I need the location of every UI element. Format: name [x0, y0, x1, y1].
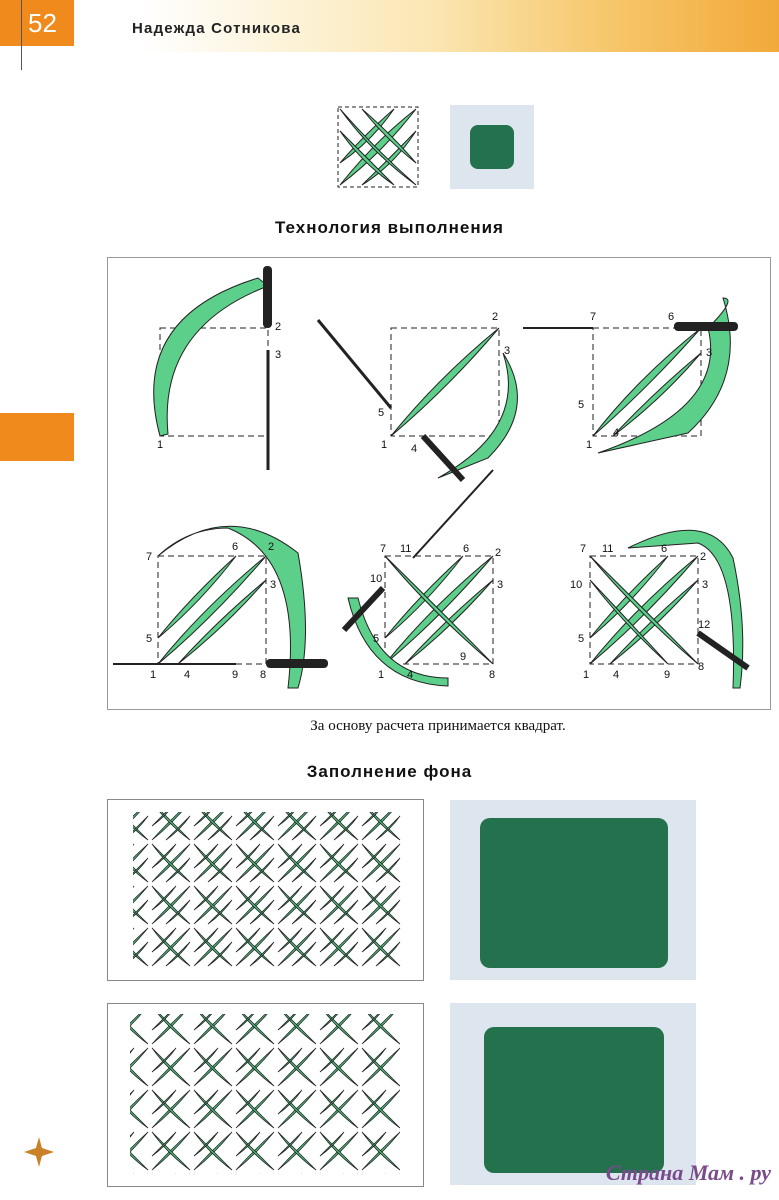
header-band	[0, 0, 779, 52]
svg-text:8: 8	[698, 661, 704, 673]
stitch-diagram-sample	[337, 106, 419, 188]
fill-photo-2	[450, 1003, 696, 1185]
svg-text:4: 4	[184, 669, 190, 681]
fill-pattern-diagram-2	[107, 1003, 424, 1187]
svg-text:2: 2	[495, 547, 501, 559]
section-title-background: Заполнение фона	[306, 762, 473, 781]
step-1: 1 2 3	[153, 266, 281, 470]
svg-text:3: 3	[275, 349, 281, 361]
svg-text:4: 4	[411, 443, 417, 455]
svg-text:4: 4	[613, 427, 619, 439]
svg-text:1: 1	[381, 439, 387, 451]
fill-pattern-1-art	[133, 812, 401, 968]
svg-text:5: 5	[378, 407, 384, 419]
svg-text:1: 1	[583, 669, 589, 681]
svg-text:7: 7	[146, 551, 152, 563]
svg-text:3: 3	[702, 579, 708, 591]
svg-text:6: 6	[463, 543, 469, 555]
svg-text:11: 11	[400, 543, 411, 555]
svg-text:5: 5	[373, 633, 379, 645]
svg-text:1: 1	[378, 669, 384, 681]
fill-pattern-2-art	[130, 1014, 400, 1174]
svg-text:2: 2	[700, 551, 706, 563]
svg-text:4: 4	[613, 669, 619, 681]
svg-text:6: 6	[668, 311, 674, 323]
stitch-photo-sample	[450, 105, 534, 189]
svg-text:5: 5	[578, 633, 584, 645]
technique-diagram: 1 2 3 1 2 3 4 5 1 3 4 5	[107, 257, 771, 710]
svg-text:7: 7	[380, 543, 386, 555]
svg-text:3: 3	[706, 347, 712, 359]
page-number: 52	[28, 8, 57, 38]
svg-text:8: 8	[489, 669, 495, 681]
svg-text:3: 3	[497, 579, 503, 591]
svg-text:9: 9	[232, 669, 238, 681]
section-title-technique: Технология выполнения	[275, 218, 504, 237]
svg-text:10: 10	[570, 579, 582, 591]
svg-text:12: 12	[698, 619, 710, 631]
side-tab	[0, 413, 74, 461]
svg-text:1: 1	[150, 669, 156, 681]
svg-text:8: 8	[260, 669, 266, 681]
svg-text:6: 6	[232, 541, 238, 553]
step-3: 1 3 4 5 6 7	[523, 297, 738, 454]
caption: За основу расчета принимается квадрат.	[310, 718, 566, 734]
author-name: Надежда Сотникова	[132, 20, 301, 37]
page-number-box: 52	[0, 0, 74, 46]
watermark: Страна Мам . ру	[605, 1160, 771, 1185]
svg-text:3: 3	[270, 579, 276, 591]
svg-text:4: 4	[407, 669, 413, 681]
star-ornament-icon	[24, 1137, 54, 1167]
fill-photo-1	[450, 800, 696, 980]
svg-text:3: 3	[504, 345, 510, 357]
svg-text:6: 6	[661, 543, 667, 555]
svg-text:10: 10	[370, 573, 382, 585]
svg-text:1: 1	[586, 439, 592, 451]
svg-text:7: 7	[580, 543, 586, 555]
svg-text:9: 9	[460, 651, 466, 663]
svg-text:5: 5	[578, 399, 584, 411]
svg-text:11: 11	[602, 543, 613, 555]
svg-text:7: 7	[590, 311, 596, 323]
step-6: 1 2 3 4 5 6 7 8 9 10 11 12	[570, 529, 750, 689]
step-4: 1 2 3 4 5 6 7 8 9	[113, 525, 328, 689]
svg-text:1: 1	[157, 439, 163, 451]
svg-text:2: 2	[268, 541, 274, 553]
svg-text:5: 5	[146, 633, 152, 645]
svg-text:2: 2	[275, 321, 281, 333]
step-2: 1 2 3 4 5	[316, 311, 518, 483]
step-5: 1 2 3 4 5 6 7 8 9 10 11	[341, 469, 503, 687]
svg-text:9: 9	[664, 669, 670, 681]
header-rule	[21, 0, 22, 70]
fill-pattern-diagram-1	[107, 799, 424, 981]
technique-steps: 1 2 3 1 2 3 4 5 1 3 4 5	[113, 266, 750, 689]
svg-text:2: 2	[492, 311, 498, 323]
